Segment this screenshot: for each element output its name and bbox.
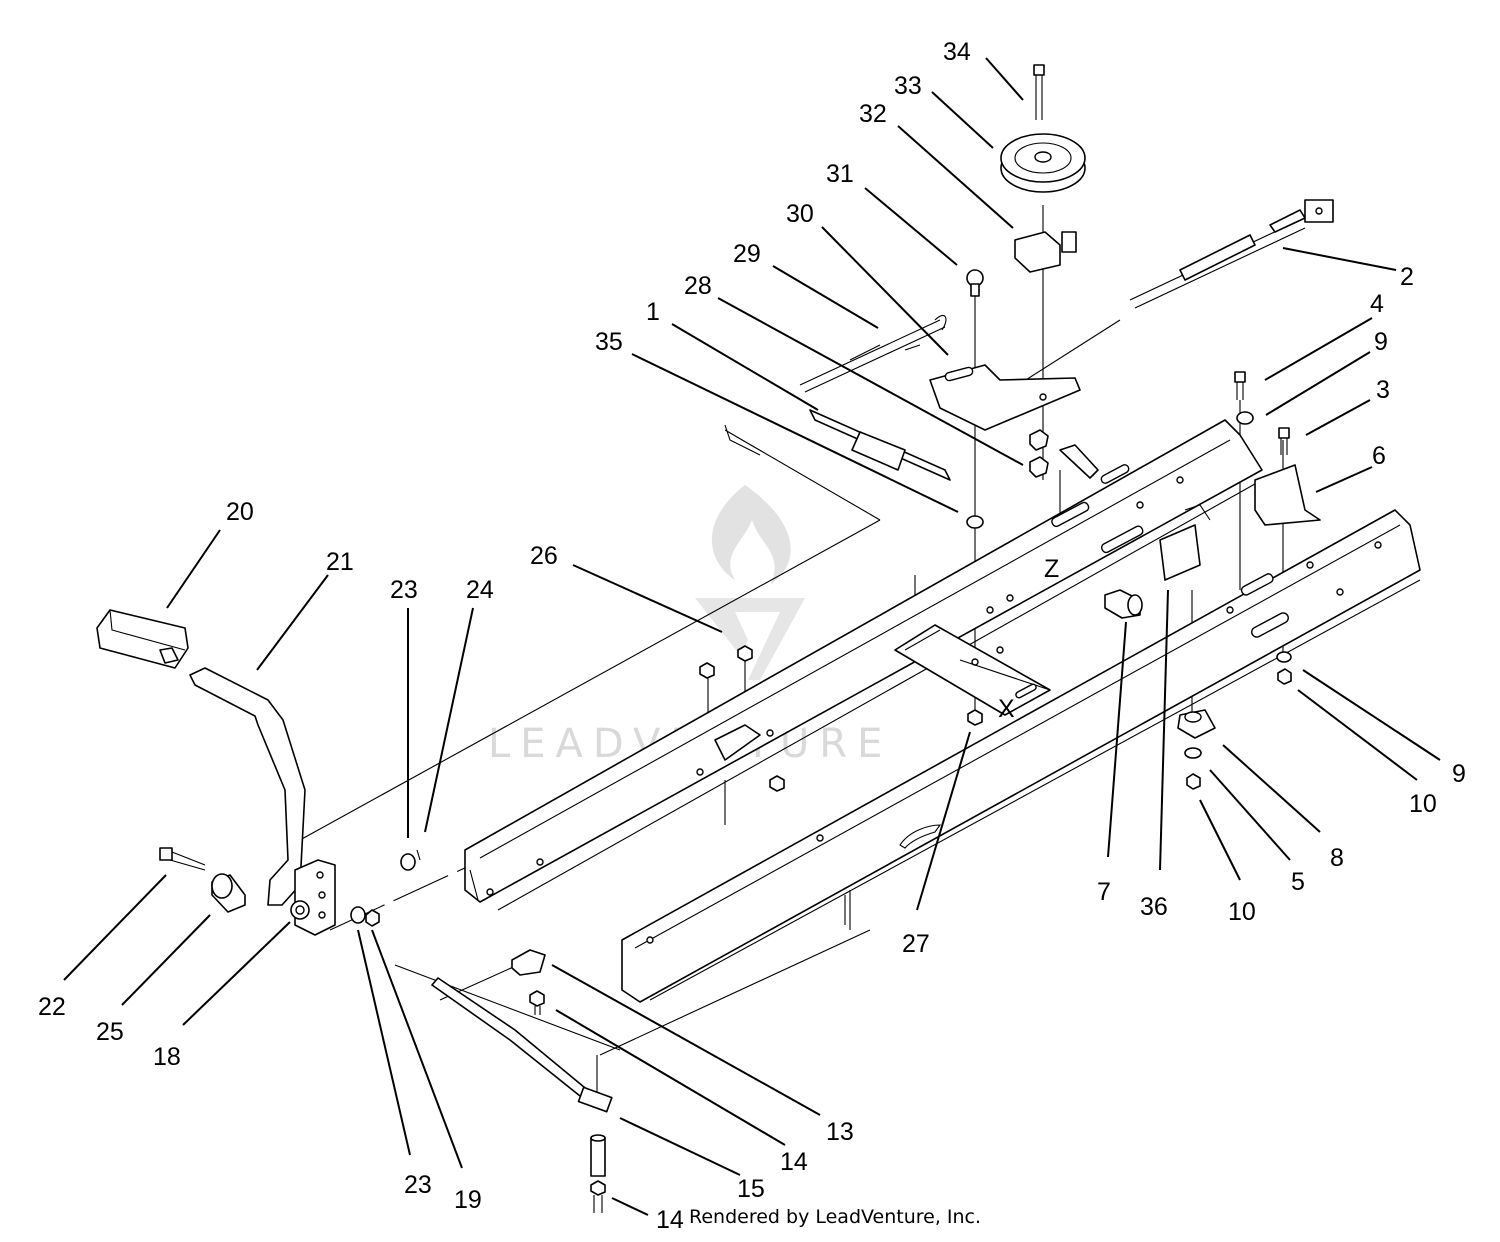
pedal-bolt-22 — [159, 847, 206, 871]
callout-33: 33 — [894, 72, 922, 100]
callout-36: 36 — [1140, 893, 1168, 921]
callout-22: 22 — [38, 993, 66, 1021]
callout-1: 1 — [646, 298, 660, 326]
callout-3: 3 — [1376, 376, 1390, 404]
leader-lines — [63, 57, 1441, 1216]
spacer-25 — [211, 873, 246, 913]
pedal-pad — [96, 609, 189, 669]
callout-23-lower: 23 — [404, 1171, 432, 1199]
brake-link-rod — [431, 977, 613, 1113]
clutch-rod — [799, 315, 947, 393]
pulley-bolt — [1033, 64, 1045, 120]
callout-30: 30 — [786, 200, 814, 228]
pivot-bolt-7 — [1104, 589, 1143, 619]
callout-13: 13 — [826, 1118, 854, 1146]
callout-32: 32 — [859, 100, 887, 128]
callout-6: 6 — [1372, 442, 1386, 470]
bolt-3 — [1278, 427, 1290, 455]
callout-7: 7 — [1097, 878, 1111, 906]
bolt-28 — [1059, 444, 1099, 479]
callout-5: 5 — [1291, 868, 1305, 896]
bolt-14a — [529, 990, 545, 1015]
brake-rod — [1129, 199, 1334, 309]
pulley-bracket — [1014, 231, 1077, 273]
pin-15 — [590, 1134, 606, 1177]
callout-25: 25 — [96, 1018, 124, 1046]
callout-9-lower: 9 — [1452, 760, 1466, 788]
clip-13 — [511, 949, 546, 976]
callout-labels: 34 33 32 31 30 29 28 1 35 2 4 9 3 6 20 2… — [38, 38, 1466, 1234]
nut-28 — [1029, 429, 1049, 478]
frame-mark-z: Z — [1044, 555, 1059, 583]
bracket-6 — [1254, 464, 1321, 526]
callout-34: 34 — [943, 38, 971, 66]
callout-24: 24 — [466, 576, 494, 604]
callout-4: 4 — [1370, 290, 1384, 318]
nuts-9-10 — [1276, 651, 1292, 685]
frame-rail-lower — [621, 509, 1421, 1003]
callout-10-right: 10 — [1409, 790, 1437, 818]
callout-19: 19 — [454, 1186, 482, 1214]
callout-28: 28 — [684, 272, 712, 300]
render-credit: Rendered by LeadVenture, Inc. — [689, 1206, 982, 1228]
pedal-bracket — [290, 859, 336, 936]
callout-35: 35 — [595, 328, 623, 356]
bolt-4 — [1234, 371, 1254, 425]
shoulder-bolt — [966, 269, 984, 297]
callout-2: 2 — [1400, 263, 1414, 291]
nut-27 — [967, 709, 983, 726]
idler-pulley — [1000, 133, 1086, 193]
callout-14-middle: 14 — [780, 1148, 808, 1176]
flame-logo-icon — [711, 485, 791, 585]
callout-20: 20 — [226, 498, 254, 526]
idler-arm — [929, 364, 1081, 431]
nuts-26 — [699, 645, 785, 792]
callout-14-bottom: 14 — [656, 1206, 684, 1234]
frame-cross-member — [894, 624, 1051, 716]
callout-31: 31 — [826, 160, 854, 188]
callout-10-lower: 10 — [1228, 898, 1256, 926]
callout-21: 21 — [326, 548, 354, 576]
reference-lines — [299, 205, 1284, 1095]
callout-29: 29 — [733, 240, 761, 268]
bracket-26 — [714, 724, 761, 761]
bolt-14b — [590, 1180, 606, 1213]
bushing-8 — [1177, 709, 1216, 790]
callout-8: 8 — [1330, 844, 1344, 872]
callout-23-upper: 23 — [390, 576, 418, 604]
frame-mark-x: X — [998, 695, 1015, 723]
callout-15: 15 — [737, 1175, 765, 1203]
washers-23-24 — [350, 849, 421, 927]
callout-18: 18 — [153, 1043, 181, 1071]
callout-9-upper: 9 — [1374, 328, 1388, 356]
lv-logo-mark — [695, 598, 805, 680]
washer-35 — [966, 515, 984, 529]
return-spring — [724, 409, 951, 481]
frame-rail-upper — [464, 419, 1263, 911]
callout-26: 26 — [530, 542, 558, 570]
brake-pedal-arm — [189, 667, 306, 906]
callout-27: 27 — [902, 930, 930, 958]
bracket-36 — [1159, 504, 1211, 581]
